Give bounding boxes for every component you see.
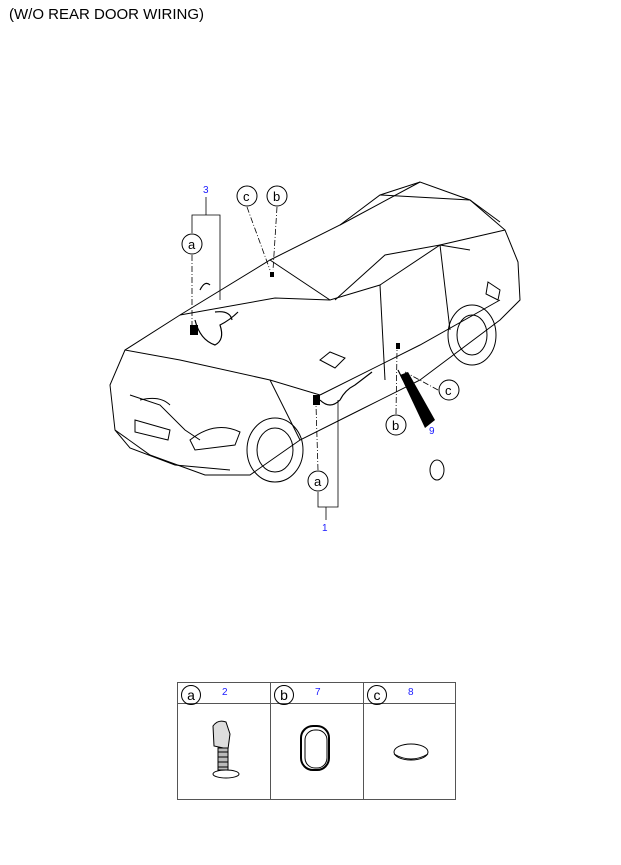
door-harness-9 [400,372,435,428]
leader-lines [191,206,439,471]
callout-3: 3 [203,185,209,196]
legend-part-number: 8 [408,687,414,698]
callout-letter-c: c [445,383,452,398]
car-outline [109,181,521,483]
clip-part-icon [212,720,240,779]
legend-letter: a [181,685,201,705]
legend-column-a: a 2 [178,683,271,799]
connector-b-door [396,343,400,349]
callout-9: 9 [429,426,435,437]
callout-letter-a: a [188,237,196,252]
grommet-part-icon [300,725,330,771]
callout-letter-b: b [392,418,399,433]
callout-1: 1 [322,523,328,534]
legend-column-b: b 7 [271,683,364,799]
diagram-title: (W/O REAR DOOR WIRING) [9,6,204,23]
parts-legend-table: a 2 b 7 c 8 [177,682,456,800]
legend-part-number: 7 [315,687,321,698]
letter-callouts [181,185,460,492]
plug-cap-part-icon [393,743,429,761]
legend-letter: c [367,685,387,705]
callout-letter-a: a [314,474,322,489]
legend-letter: b [274,685,294,705]
wiring-harness [194,282,404,406]
callout-letter-b: b [273,189,280,204]
grommet-9 [429,459,445,481]
legend-column-c: c 8 [364,683,456,799]
connector-a-top [190,325,198,335]
bracket-lines [191,197,339,520]
callout-letter-c: c [243,189,250,204]
legend-part-number: 2 [222,687,228,698]
connector-b-top [270,272,274,277]
connector-a-door [313,395,320,405]
